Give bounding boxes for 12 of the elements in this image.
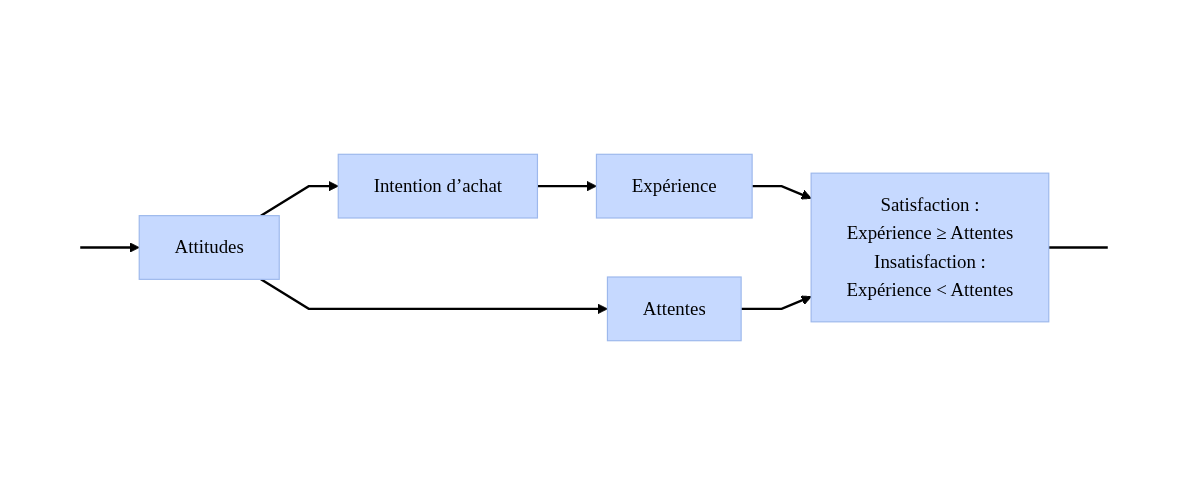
arrow [260,180,339,217]
node-box: Intention d’achat [337,153,539,219]
node-box: Expérience [595,153,753,219]
node-box: Attentes [606,276,742,342]
arrow [752,184,812,200]
arrow [741,295,812,311]
node-box: Attitudes [138,215,280,280]
arrow [260,278,608,315]
arrow [537,180,597,192]
node-box: Satisfaction : Expérience ≥ Attentes Insatisfaction : Expérience < Attentes [810,172,1050,323]
connector [1048,246,1108,249]
arrow [80,242,140,253]
